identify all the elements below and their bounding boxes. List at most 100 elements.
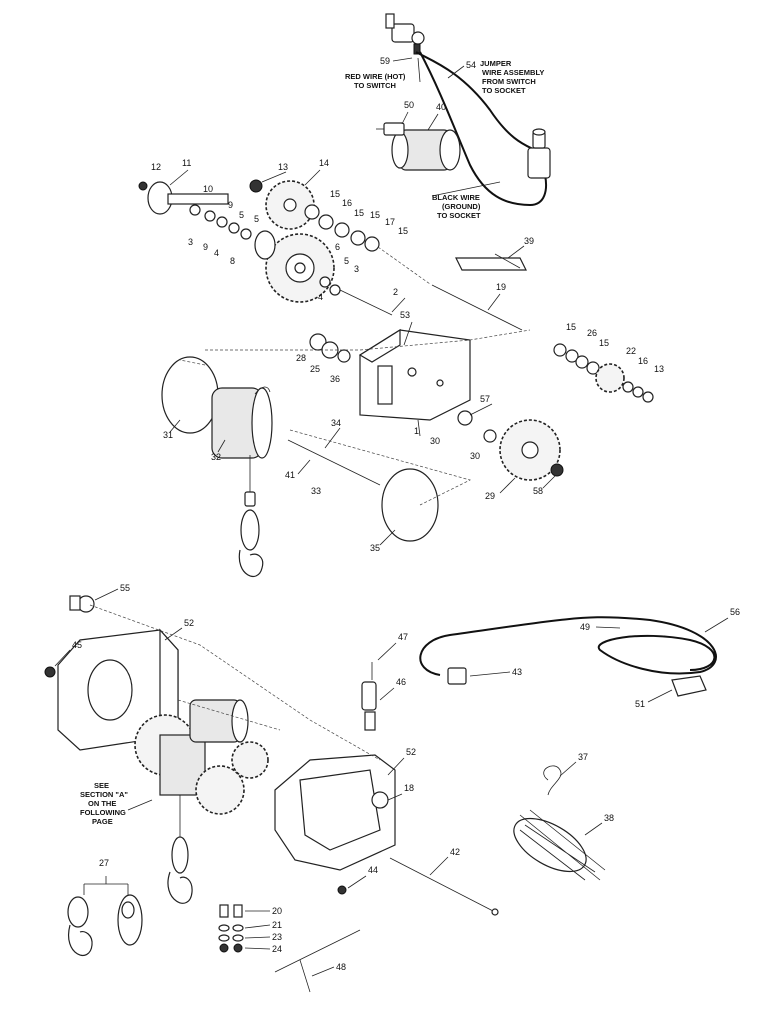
- crank-handle-48: [274, 929, 361, 993]
- drum-flange-35: [381, 468, 439, 542]
- callout-15a: 15: [330, 189, 340, 199]
- callout-47: 47: [398, 632, 408, 642]
- callout-30b: 30: [470, 451, 480, 461]
- label-black-wire-1: BLACK WIRE: [432, 193, 480, 202]
- callout-20: 20: [272, 906, 282, 916]
- callout-18: 18: [404, 783, 414, 793]
- callout-53: 53: [400, 310, 410, 320]
- label-see-4: FOLLOWING: [80, 808, 126, 817]
- callout-55: 55: [120, 583, 130, 593]
- label-red-wire-2: TO SWITCH: [354, 81, 396, 90]
- callout-34: 34: [331, 418, 341, 428]
- right-housing-52: [274, 754, 396, 871]
- label-jumper-2: WIRE ASSEMBLY: [482, 68, 544, 77]
- callout-57: 57: [480, 394, 490, 404]
- callout-16b: 16: [638, 356, 648, 366]
- callout-39: 39: [524, 236, 534, 246]
- label-black-wire-3: TO SOCKET: [437, 211, 481, 220]
- callout-15c: 15: [370, 210, 380, 220]
- callouts: 59 54 50 40 12 11 13 14 10 9 5 5 3 9 4 8…: [72, 56, 740, 972]
- callout-11: 11: [182, 158, 191, 168]
- callout-45: 45: [72, 640, 82, 650]
- nut-58: [550, 463, 564, 477]
- drum-flange-31: [161, 356, 219, 434]
- callout-40: 40: [436, 102, 446, 112]
- handle-assembly-46: [361, 662, 377, 731]
- callout-56: 56: [730, 607, 740, 617]
- label-jumper-1: JUMPER: [480, 59, 512, 68]
- callout-37: 37: [578, 752, 588, 762]
- hook-pair-27: [67, 876, 143, 956]
- label-jumper-4: TO SOCKET: [482, 86, 526, 95]
- callout-21: 21: [272, 920, 282, 930]
- callout-44: 44: [368, 865, 378, 875]
- callout-31: 31: [163, 430, 173, 440]
- callout-51: 51: [635, 699, 645, 709]
- callout-52b: 52: [406, 747, 416, 757]
- label-black-wire-2: (GROUND): [442, 202, 481, 211]
- callout-5a: 5: [239, 210, 244, 220]
- nut-13: [249, 179, 263, 193]
- callout-19: 19: [496, 282, 506, 292]
- callout-14: 14: [319, 158, 329, 168]
- hook-cable: [238, 455, 264, 578]
- large-gear-6: [254, 230, 335, 303]
- label-see-2: SECTION "A": [80, 790, 128, 799]
- callout-9a: 9: [228, 200, 233, 210]
- callout-28: 28: [296, 353, 306, 363]
- callout-2: 2: [393, 287, 398, 297]
- callout-25: 25: [310, 364, 320, 374]
- callout-9b: 9: [203, 242, 208, 252]
- callout-52a: 52: [184, 618, 194, 628]
- frame-1: [358, 328, 471, 421]
- label-see-3: ON THE: [88, 799, 116, 808]
- label-see-5: PAGE: [92, 817, 113, 826]
- rope-hook-37: [543, 765, 562, 796]
- callout-22: 22: [626, 346, 636, 356]
- switch-assembly: [385, 13, 425, 55]
- callout-35: 35: [370, 543, 380, 553]
- callout-27: 27: [99, 858, 109, 868]
- bracket-39: [455, 253, 527, 271]
- callout-54: 54: [466, 60, 476, 70]
- callout-13b: 13: [654, 364, 664, 374]
- callout-24: 24: [272, 944, 282, 954]
- callout-59: 59: [380, 56, 390, 66]
- callout-58: 58: [533, 486, 543, 496]
- callout-30a: 30: [430, 436, 440, 446]
- label-see-1: SEE: [94, 781, 109, 790]
- labels: JUMPER WIRE ASSEMBLY FROM SWITCH TO SOCK…: [80, 59, 544, 826]
- callout-32: 32: [211, 452, 221, 462]
- bushings-left-28-25-36: [309, 333, 351, 363]
- callout-3a: 3: [188, 237, 193, 247]
- callout-5c: 5: [344, 256, 349, 266]
- power-cord-56: [419, 616, 717, 697]
- callout-46: 46: [396, 677, 406, 687]
- screw-45: [44, 666, 56, 678]
- callout-12: 12: [151, 162, 161, 172]
- small-gear-14: [265, 180, 315, 230]
- callout-26: 26: [587, 328, 597, 338]
- bushing-30b: [483, 429, 497, 443]
- shaft-left-assembly: [138, 181, 252, 240]
- callout-16a: 16: [342, 198, 352, 208]
- right-gear-stack: [553, 343, 654, 403]
- callout-23: 23: [272, 932, 282, 942]
- drive-shaft-2: [339, 289, 393, 316]
- callout-3b: 3: [354, 264, 359, 274]
- callout-8: 8: [230, 256, 235, 266]
- callout-13a: 13: [278, 162, 288, 172]
- rope-coil-38: [513, 809, 606, 881]
- callout-33: 33: [311, 486, 321, 496]
- callout-48: 48: [336, 962, 346, 972]
- callout-36: 36: [330, 374, 340, 384]
- leader-lines: [54, 57, 729, 977]
- callout-41: 41: [285, 470, 295, 480]
- label-jumper-3: FROM SWITCH: [482, 77, 536, 86]
- bushing-stack: [304, 204, 380, 296]
- callout-15d: 15: [398, 226, 408, 236]
- hardware-20-24: [218, 904, 244, 953]
- callout-4b: 4: [318, 292, 323, 302]
- callout-42: 42: [450, 847, 460, 857]
